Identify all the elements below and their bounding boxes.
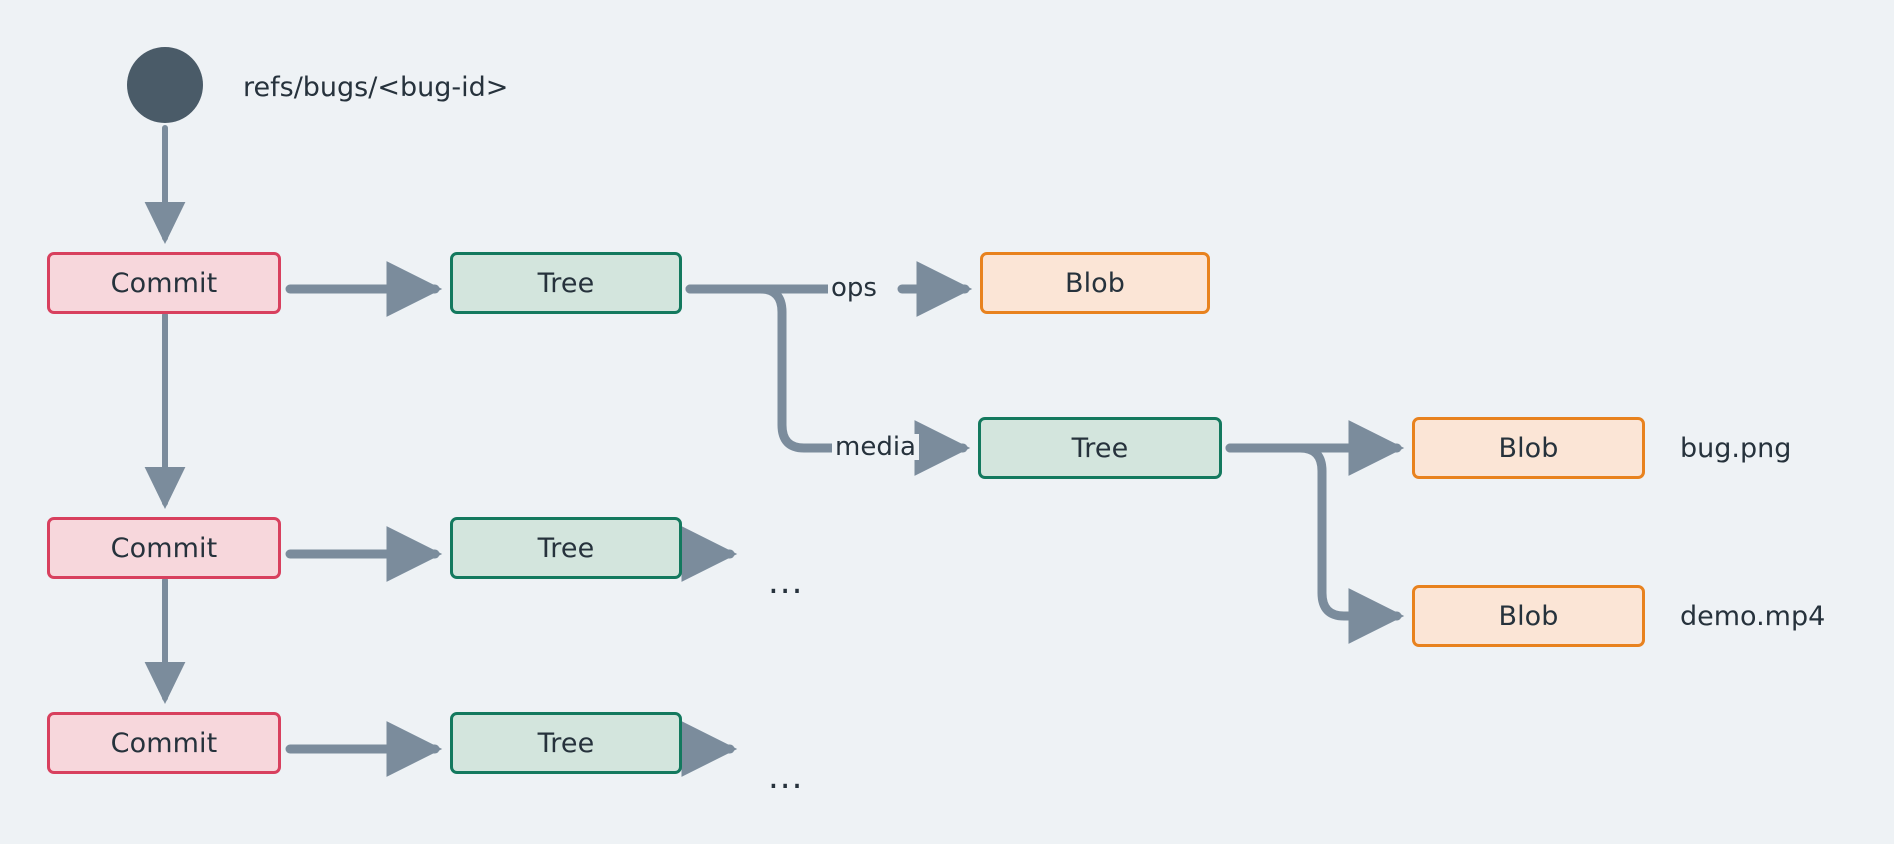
node-blob-ops[interactable]: Blob	[980, 252, 1210, 314]
node-tree-1[interactable]: Tree	[450, 252, 682, 314]
edge-label-ops: ops	[828, 275, 880, 301]
node-tree-2[interactable]: Tree	[450, 517, 682, 579]
node-tree-media[interactable]: Tree	[978, 417, 1222, 479]
node-commit-2[interactable]: Commit	[47, 517, 281, 579]
node-blob-bug-png[interactable]: Blob	[1412, 417, 1645, 479]
node-tree-3[interactable]: Tree	[450, 712, 682, 774]
tree2-more-ellipsis: ...	[768, 562, 804, 602]
file-label-bug-png: bug.png	[1680, 433, 1792, 464]
edge-label-media: media	[832, 434, 919, 460]
tree3-more-ellipsis: ...	[768, 757, 804, 797]
file-label-demo-mp4: demo.mp4	[1680, 601, 1826, 632]
node-commit-3[interactable]: Commit	[47, 712, 281, 774]
node-blob-demo-mp4[interactable]: Blob	[1412, 585, 1645, 647]
edge-tree1-fork-down	[685, 284, 840, 453]
ref-label: refs/bugs/<bug-id>	[243, 72, 509, 103]
ref-root-circle	[127, 47, 203, 123]
edge-treemedia-fork-bottom	[1225, 443, 1405, 644]
node-commit-1[interactable]: Commit	[47, 252, 281, 314]
